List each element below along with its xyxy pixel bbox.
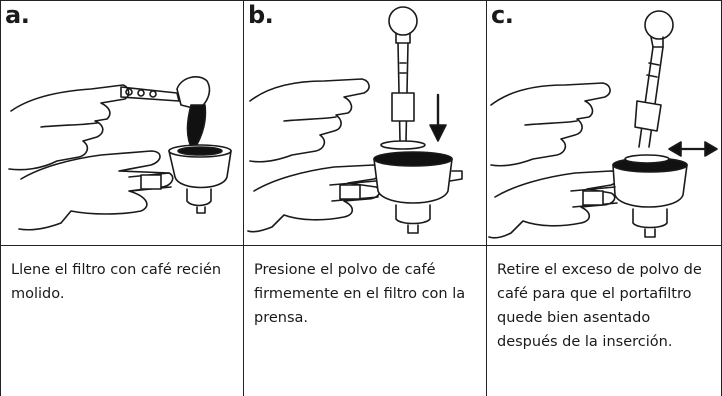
caption-cell-b: Presione el polvo de café firmemente en …	[244, 246, 486, 396]
step-letter-b: b.	[248, 1, 274, 29]
caption-cell-c: Retire el exceso de polvo de café para q…	[487, 246, 721, 396]
panel-c: c.	[487, 1, 721, 245]
panel-a: a.	[1, 1, 243, 245]
caption-c: Retire el exceso de polvo de café para q…	[497, 262, 702, 350]
panel-b: b.	[244, 1, 486, 245]
column-divider-2	[486, 0, 487, 396]
caption-cell-a: Llene el filtro con café recién molido.	[1, 246, 243, 396]
illustration-tamp-coffee	[247, 6, 463, 234]
illustration-remove-excess	[488, 10, 718, 239]
illustration-fill-filter	[8, 76, 232, 231]
column-divider-1	[243, 0, 244, 396]
step-letter-a: a.	[5, 1, 30, 29]
table-border-top	[0, 0, 722, 1]
caption-b: Presione el polvo de café firmemente en …	[254, 262, 466, 326]
table-border-left	[0, 0, 1, 396]
step-letter-c: c.	[491, 1, 514, 29]
caption-a: Llene el filtro con café recién molido.	[11, 262, 222, 302]
row-divider	[0, 245, 722, 246]
